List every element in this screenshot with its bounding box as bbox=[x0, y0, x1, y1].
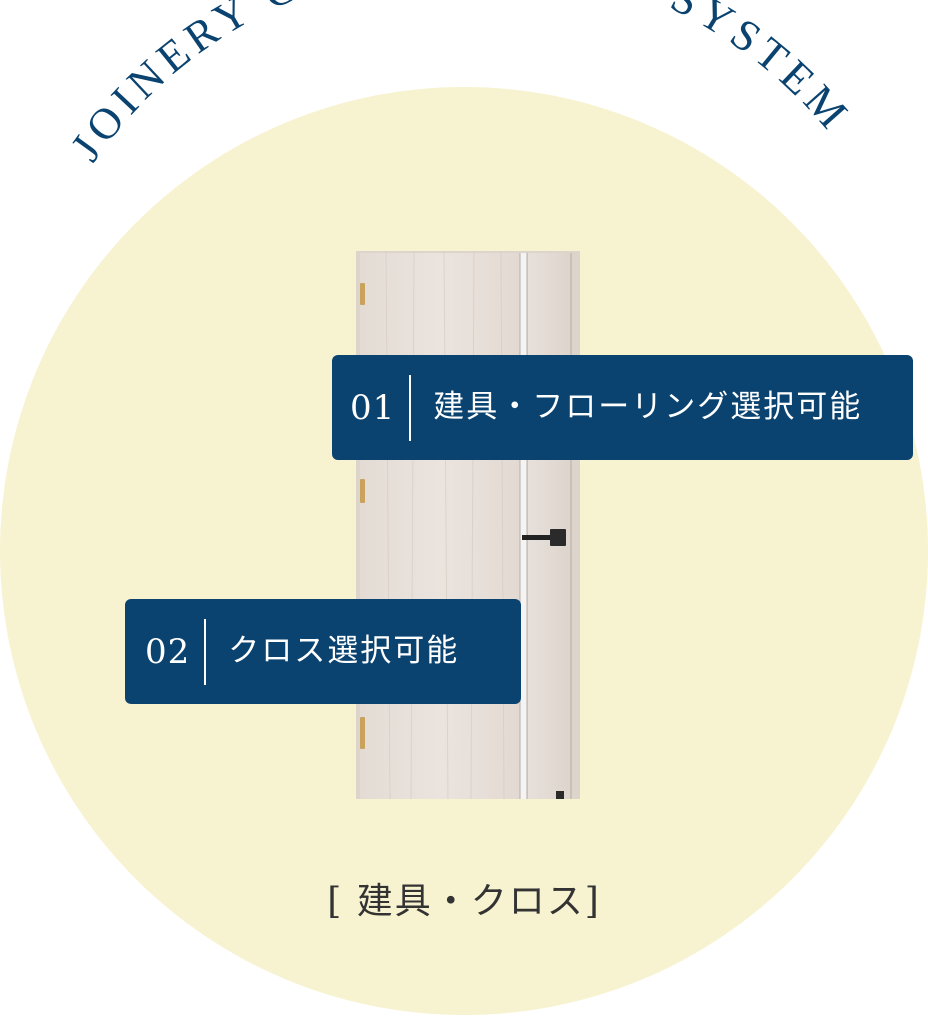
badge-divider bbox=[204, 618, 207, 685]
badge-label: クロス選択可能 bbox=[228, 633, 460, 669]
hinge-top bbox=[360, 283, 365, 305]
heading-text: JOINERY COLOR SELECT SYSTEM bbox=[61, 0, 861, 170]
caption: [ 建具・クロス] bbox=[327, 881, 601, 922]
door-main-panel bbox=[360, 253, 520, 799]
door-handle-lever bbox=[522, 535, 552, 540]
glass-slit bbox=[520, 253, 527, 799]
arc-heading: JOINERY COLOR SELECT SYSTEM bbox=[61, 0, 861, 170]
badge-number: 01 bbox=[350, 387, 396, 428]
badge-label: 建具・フローリング選択可能 bbox=[433, 389, 863, 425]
door-handle-plate bbox=[550, 529, 566, 546]
door-stop bbox=[556, 791, 564, 799]
badge-number: 02 bbox=[145, 631, 191, 672]
badge-divider bbox=[409, 374, 412, 441]
door-image bbox=[356, 251, 580, 799]
feature-badge-01: 01 建具・フローリング選択可能 bbox=[332, 355, 913, 460]
hinge-middle bbox=[360, 479, 365, 503]
feature-badge-02: 02 クロス選択可能 bbox=[125, 599, 521, 704]
hinge-bottom bbox=[360, 717, 365, 749]
door-side-panel bbox=[528, 253, 572, 799]
